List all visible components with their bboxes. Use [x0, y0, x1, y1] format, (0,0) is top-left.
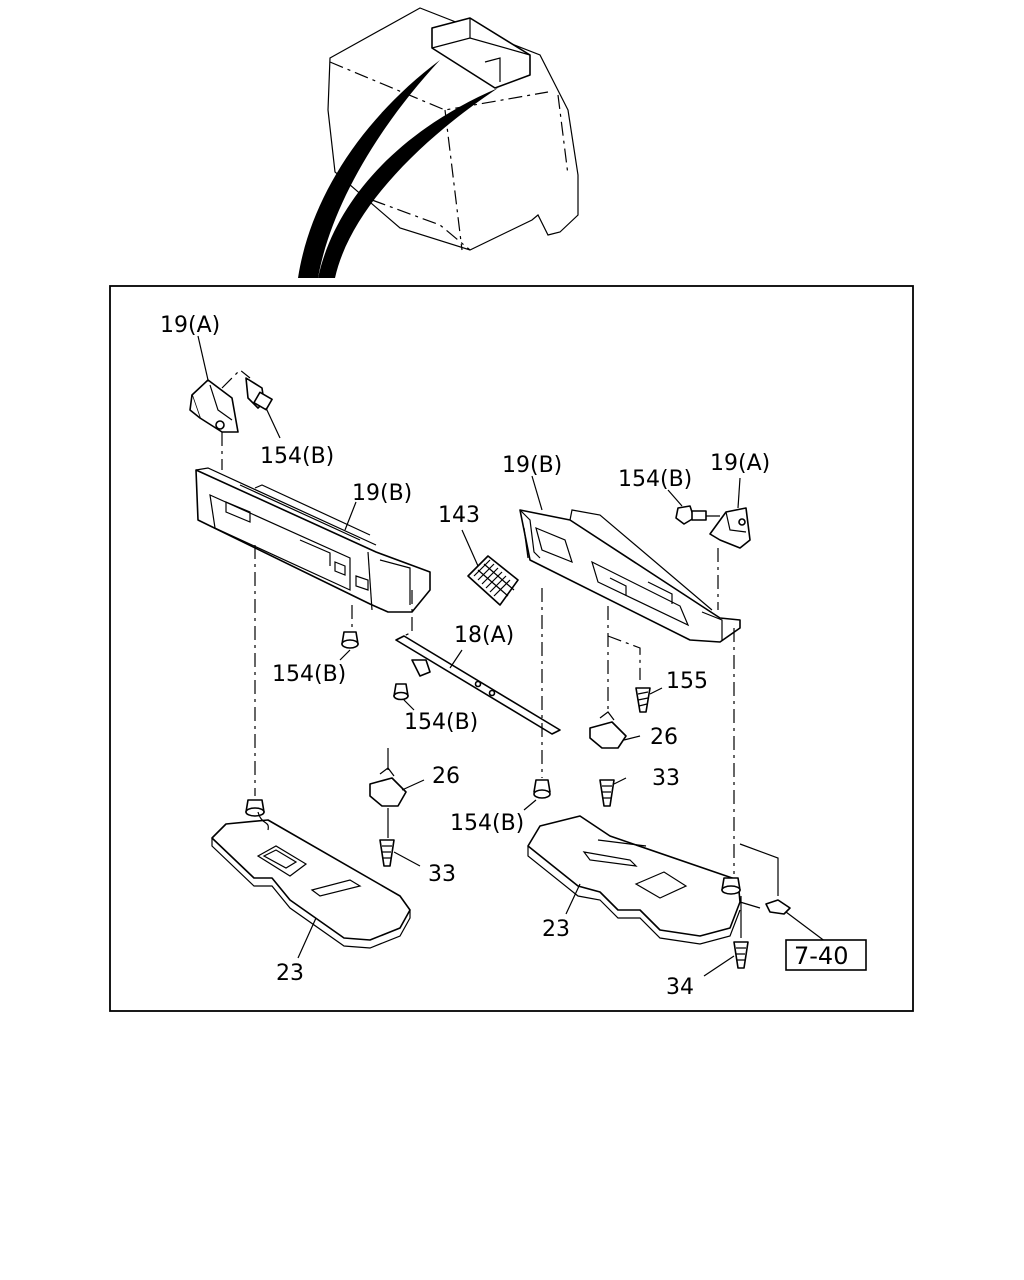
label-bracket-left: 19(A)	[160, 313, 220, 338]
sunvisor-bracket-left	[189, 379, 239, 433]
label-holder-left: 19(B)	[352, 481, 412, 506]
sunvisor-right	[527, 815, 741, 945]
sunvisor-bracket-right	[709, 507, 751, 549]
label-bracket-right: 19(A)	[710, 451, 770, 476]
console-holder-left	[195, 467, 431, 613]
label-clip-right: 26	[650, 725, 678, 750]
label-grille: 143	[438, 503, 480, 528]
label-holder-right: 19(B)	[502, 453, 562, 478]
label-center-rail: 18(A)	[454, 623, 514, 648]
detail-frame	[109, 285, 914, 1012]
bolt-top-right	[675, 505, 707, 525]
label-ref-7-40: 7-40	[794, 942, 848, 970]
reference-box: 7-40	[785, 939, 867, 971]
clip-left	[369, 767, 407, 807]
center-rail	[395, 635, 561, 735]
label-visor-right: 23	[542, 917, 570, 942]
label-bolt-center-bottom: 154(B)	[450, 811, 524, 836]
label-screw-right: 33	[652, 766, 680, 791]
label-bolt-center-rail: 154(B)	[404, 710, 478, 735]
label-clip-left: 26	[432, 764, 460, 789]
cab-outline-icon	[327, 7, 579, 251]
grille	[467, 555, 519, 606]
bolt-center-rail	[393, 683, 409, 701]
label-screw-34: 34	[666, 975, 694, 1000]
cover-7-40	[765, 899, 791, 915]
console-holder-right	[519, 509, 741, 643]
clip-right	[589, 711, 627, 749]
screw-left	[379, 839, 395, 867]
bolt-under-holder-left	[341, 631, 359, 649]
screw-155	[635, 687, 651, 713]
label-screw-155: 155	[666, 669, 708, 694]
bolt-center-bottom	[533, 779, 551, 799]
label-screw-left: 33	[428, 862, 456, 887]
bolt-top-left	[245, 377, 273, 411]
screw-right	[599, 779, 615, 807]
sunvisor-left	[211, 799, 411, 949]
label-bolt-top-right: 154(B)	[618, 467, 692, 492]
label-bolt-top-left: 154(B)	[260, 444, 334, 469]
callout-swoosh	[298, 60, 498, 278]
label-bolt-under-holder-left: 154(B)	[272, 662, 346, 687]
label-visor-left: 23	[276, 961, 304, 986]
screw-34	[733, 941, 749, 969]
